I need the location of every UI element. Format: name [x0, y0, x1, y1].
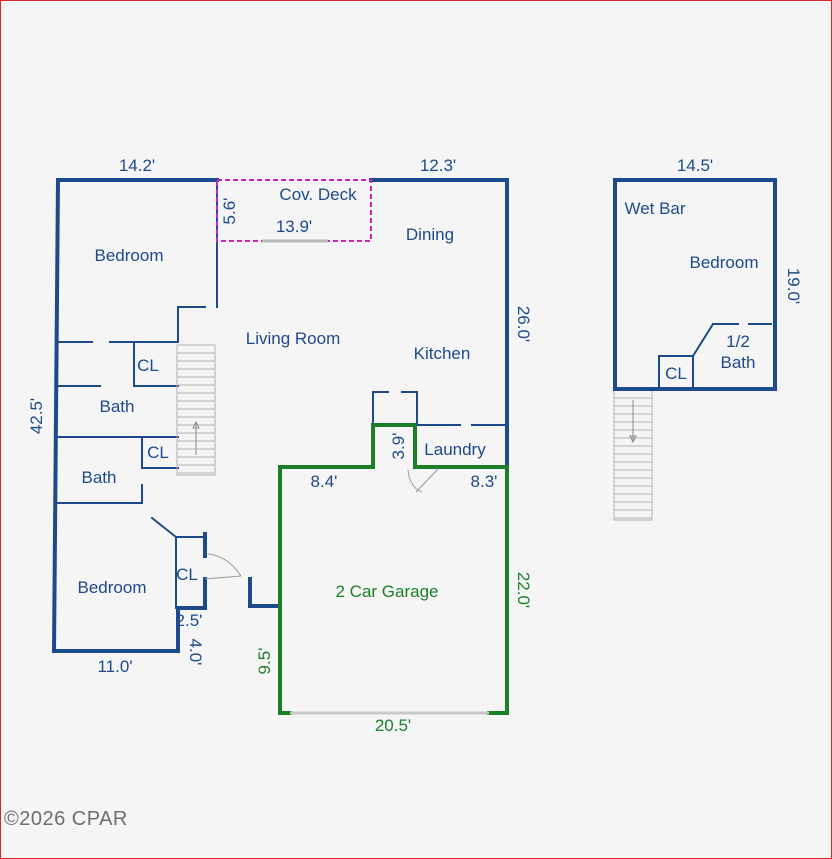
room-label-laundry: Laundry	[424, 440, 486, 459]
dim-deck-width: 13.9'	[276, 217, 312, 236]
room-label-garage: 2 Car Garage	[336, 582, 439, 601]
dim-garage-top-left: 8.4'	[311, 472, 338, 491]
room-labels: Bedroom Living Room Kitchen Dining Cov. …	[78, 185, 759, 597]
dim-main-top-right: 12.3'	[420, 156, 456, 175]
main-stairs[interactable]	[176, 344, 216, 476]
room-label-bedroom-bottom: Bedroom	[78, 578, 147, 597]
room-label-dining: Dining	[406, 225, 454, 244]
copyright-notice: ©2026 CPAR	[4, 808, 128, 830]
room-label-closet-3: CL	[176, 565, 198, 584]
room-label-closet-2: CL	[147, 443, 169, 462]
dim-garage-top-right: 8.3'	[471, 472, 498, 491]
dim-upper-top: 14.5'	[677, 156, 713, 175]
dimension-labels: 14.2' 12.3' 13.9' 5.6' 26.0' 42.5' 3.9' …	[27, 156, 803, 676]
laundry-door[interactable]	[407, 468, 439, 493]
room-label-bath-1: Bath	[100, 397, 135, 416]
garage-dimension-labels: 22.0' 9.5' 20.5'	[255, 572, 533, 735]
room-label-bath-2: Bath	[82, 468, 117, 487]
dim-laundry-depth: 3.9'	[389, 433, 408, 460]
upper-interior-walls	[658, 322, 772, 390]
stair-outline	[176, 344, 216, 476]
garage-walls	[278, 423, 509, 715]
room-label-closet-1: CL	[137, 356, 159, 375]
dim-main-bottom: 11.0'	[97, 657, 132, 676]
stair-arrow-head	[192, 420, 200, 429]
room-label-half-bath-1: 1/2	[726, 332, 750, 351]
room-label-closet-upper: CL	[665, 364, 687, 383]
upper-stairs[interactable]	[613, 389, 653, 521]
entry-door[interactable]	[204, 553, 242, 580]
room-label-wet-bar: Wet Bar	[624, 199, 685, 218]
dim-garage-left: 9.5'	[255, 648, 274, 675]
room-label-cov-deck: Cov. Deck	[279, 185, 357, 204]
dim-main-left: 42.5'	[27, 398, 46, 434]
room-label-bedroom-top: Bedroom	[95, 246, 164, 265]
upper-floor-walls	[613, 178, 777, 391]
dim-garage-bottom: 20.5'	[375, 716, 411, 735]
dim-jog-width: 2.5'	[176, 611, 203, 630]
dim-upper-right: 19.0'	[784, 268, 803, 304]
room-label-kitchen: Kitchen	[414, 344, 471, 363]
dim-main-top-left: 14.2'	[119, 156, 155, 175]
main-interior-walls	[55, 179, 508, 609]
room-label-half-bath-2: Bath	[721, 353, 756, 372]
dim-deck-depth: 5.6'	[220, 198, 239, 225]
dim-garage-right: 22.0'	[514, 572, 533, 608]
room-label-bedroom-upper: Bedroom	[690, 253, 759, 272]
dim-jog-depth: 4.0'	[186, 639, 205, 666]
stair-arrow-head	[629, 435, 637, 444]
dim-main-right: 26.0'	[514, 306, 533, 342]
room-label-living-room: Living Room	[246, 329, 341, 348]
